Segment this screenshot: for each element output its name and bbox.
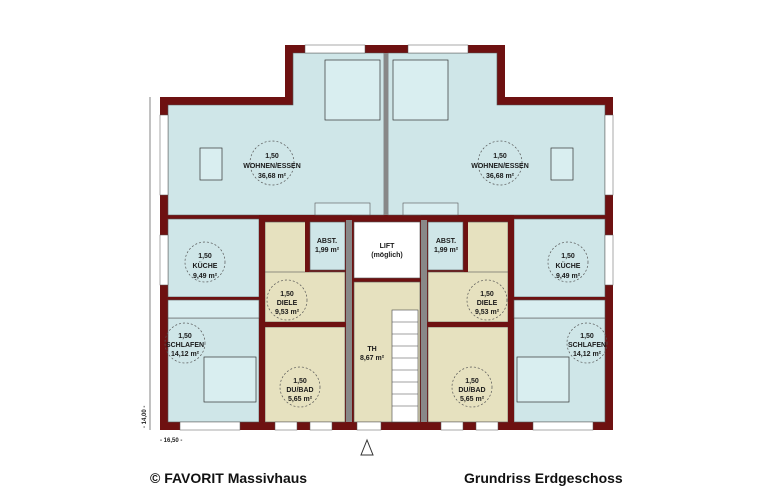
room-height: 1,50 — [178, 333, 192, 340]
room-height: 1,50 — [480, 291, 494, 298]
window — [159, 114, 169, 196]
window — [475, 421, 499, 431]
room-area: 9,49 m² — [193, 273, 218, 280]
room-name: DIELE — [477, 300, 498, 307]
wardrobe-right — [513, 299, 606, 319]
sofa-left — [324, 59, 381, 121]
party-wall-right — [421, 218, 427, 422]
plan-title: Grundriss Erdgeschoss — [464, 470, 623, 486]
wardrobe-left — [167, 299, 260, 319]
window — [309, 421, 333, 431]
entrance-arrow-icon — [360, 438, 374, 456]
room-name: DU/BAD — [286, 387, 313, 394]
bed-right — [516, 356, 570, 403]
room-name: KÜCHE — [556, 261, 581, 270]
room-area: 9,49 m² — [556, 273, 581, 280]
window — [407, 44, 469, 54]
bed-left — [203, 356, 257, 403]
sideboard-right — [402, 202, 459, 216]
room-abst-left — [309, 221, 346, 271]
window — [440, 421, 464, 431]
room-height: 1,50 — [198, 253, 212, 260]
staircase — [391, 309, 419, 423]
sideboard-left — [314, 202, 371, 216]
room-diele-right-b — [427, 271, 509, 323]
room-name: LIFT — [380, 243, 395, 250]
room-area: 14,12 m² — [573, 351, 602, 358]
room-area: 9,53 m² — [475, 309, 500, 316]
party-wall-left — [346, 218, 352, 422]
room-name: TH — [367, 346, 376, 353]
room-area: 9,53 m² — [275, 309, 300, 316]
room-diele-left-b — [264, 271, 346, 323]
room-dubad-left — [264, 326, 346, 423]
room-lift — [353, 221, 421, 279]
dining-table-right — [550, 147, 574, 181]
room-name: WOHNEN/ESSEN — [243, 163, 301, 170]
room-name: SCHLAFEN — [568, 342, 606, 349]
entrance-door — [356, 421, 382, 431]
room-abst-right — [427, 221, 464, 271]
room-dubad-right — [427, 326, 509, 423]
dining-table-left — [199, 147, 223, 181]
room-height: 1,50 — [265, 153, 279, 160]
room-name: DIELE — [277, 300, 298, 307]
room-height: 1,50 — [280, 291, 294, 298]
window — [604, 114, 614, 196]
room-area: 36,68 m² — [258, 173, 287, 180]
sofa-right — [392, 59, 449, 121]
room-name: KÜCHE — [193, 261, 218, 270]
room-area: 5,65 m² — [460, 396, 485, 403]
room-name: ABST. — [436, 238, 456, 245]
room-height: 1,50 — [580, 333, 594, 340]
room-height: 1,50 — [493, 153, 507, 160]
window — [159, 234, 169, 286]
room-kueche-right — [513, 218, 606, 298]
room-area: 1,99 m² — [315, 247, 340, 254]
room-name: SCHLAFEN — [166, 342, 204, 349]
room-name: WOHNEN/ESSEN — [471, 163, 529, 170]
window — [274, 421, 298, 431]
room-height: 1,50 — [561, 253, 575, 260]
width-dimension: - 16,50 - — [160, 438, 182, 444]
room-area: 14,12 m² — [171, 351, 200, 358]
room-area: 1,99 m² — [434, 247, 459, 254]
window — [532, 421, 594, 431]
room-height: 1,50 — [465, 378, 479, 385]
room-name: DU/BAD — [458, 387, 485, 394]
window — [179, 421, 241, 431]
window — [304, 44, 366, 54]
room-kueche-left — [167, 218, 260, 298]
depth-dimension: - 14,00 - — [142, 406, 148, 428]
room-height: 1,50 — [293, 378, 307, 385]
room-area: 8,67 m² — [360, 355, 385, 362]
copyright-label: © FAVORIT Massivhaus — [150, 470, 308, 486]
room-area: 5,65 m² — [288, 396, 313, 403]
room-name: ABST. — [317, 238, 337, 245]
window — [604, 234, 614, 286]
room-area: 36,68 m² — [486, 173, 515, 180]
room-note: (möglich) — [371, 252, 403, 259]
center-wall — [384, 53, 388, 215]
